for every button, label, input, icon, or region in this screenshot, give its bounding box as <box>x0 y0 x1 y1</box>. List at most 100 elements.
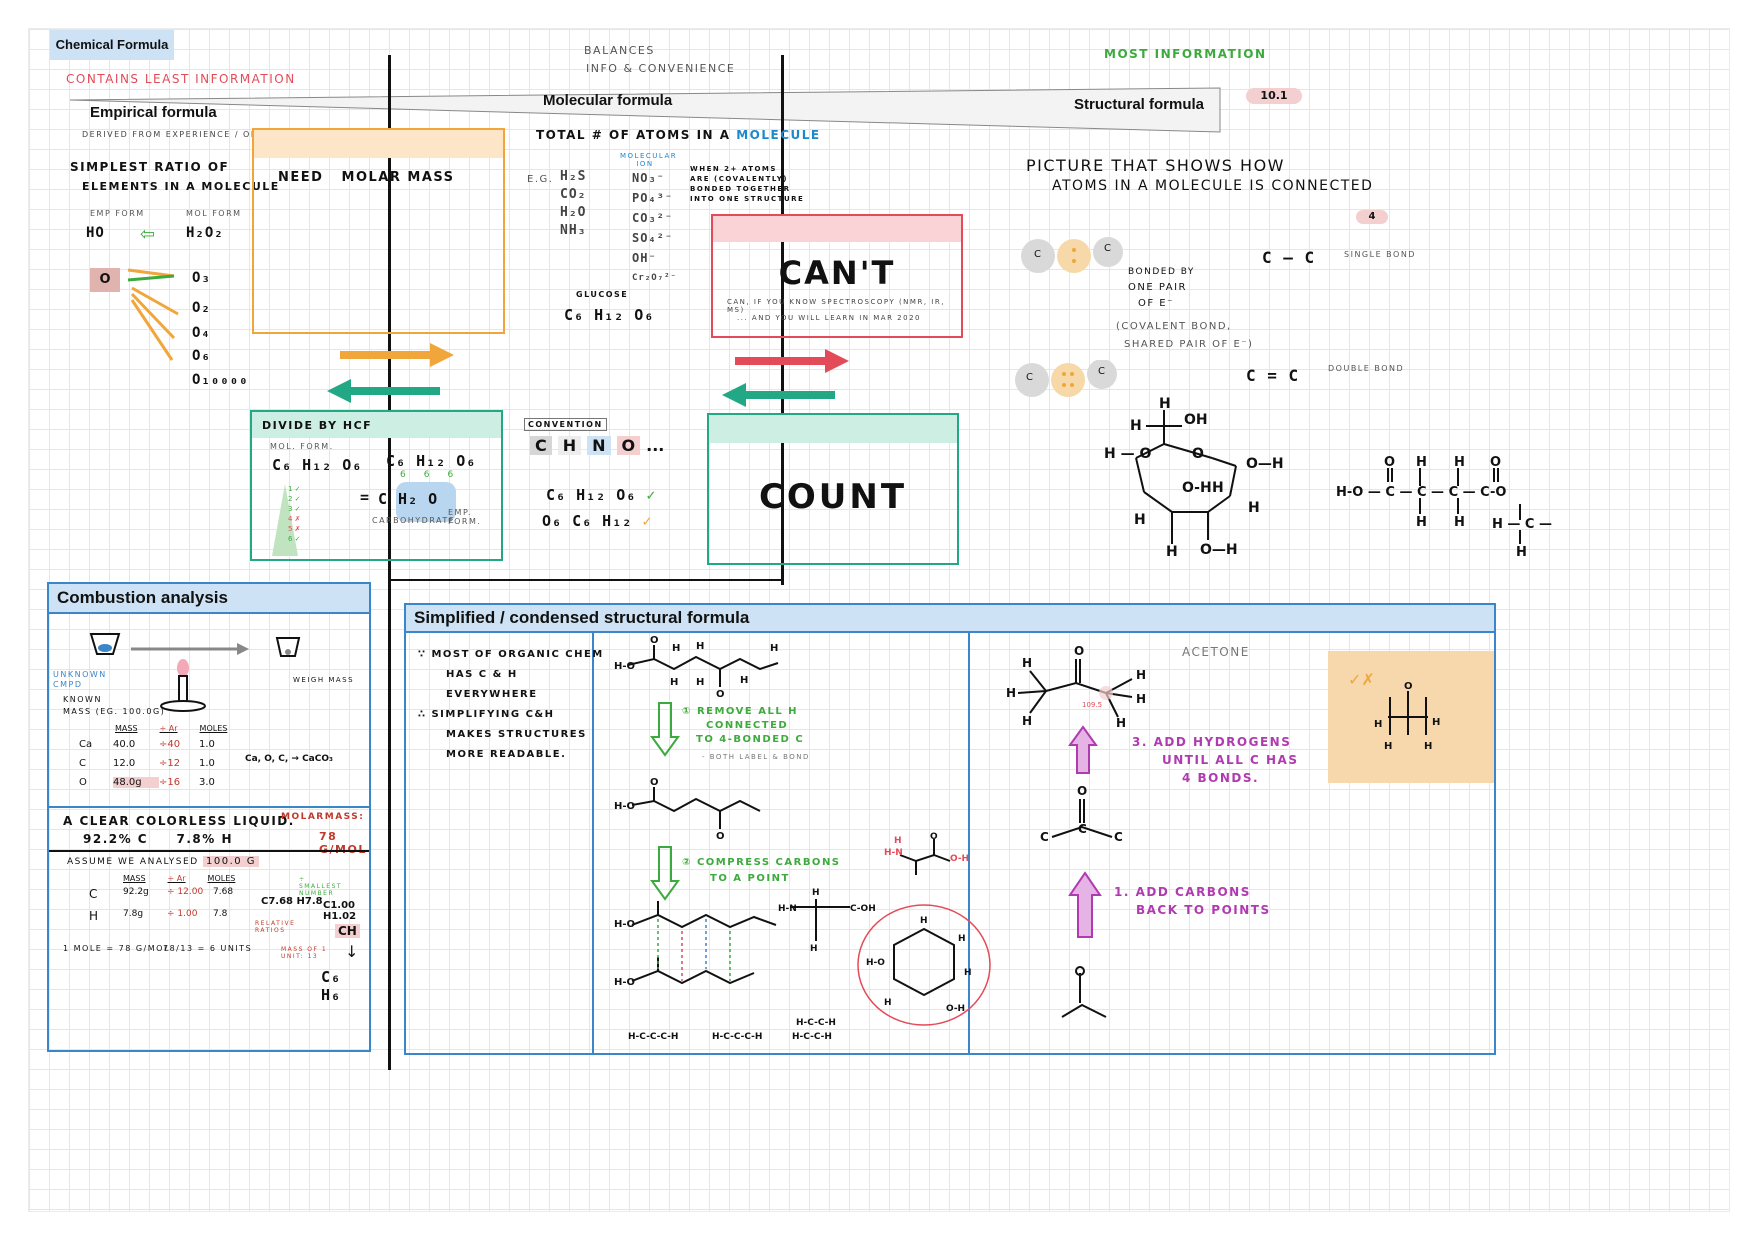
check-green-icon: ✓ <box>646 486 657 504</box>
emp-form-label: EMP. FORM. <box>448 508 482 526</box>
svg-text:H: H <box>884 998 892 1008</box>
row2-2-el: H <box>89 909 99 923</box>
svg-text:H: H <box>1454 515 1465 530</box>
add-h-line-2: UNTIL ALL C HAS <box>1162 753 1299 767</box>
balances-sub-label: INFO & CONVENIENCE <box>586 62 736 75</box>
row3-moles: 3.0 <box>199 777 215 788</box>
svg-text:H: H <box>810 944 818 954</box>
double-bond-label: DOUBLE BOND <box>1328 364 1405 373</box>
empirical-definition-1: SIMPLEST RATIO OF <box>70 160 230 174</box>
svg-text:H-O: H-O <box>614 661 635 672</box>
acetone-skeletal-drawing <box>1061 966 1107 1018</box>
weigh-crucible-icon <box>275 637 301 657</box>
oxygen-arrows <box>127 268 179 361</box>
count-box: COUNT <box>707 413 959 565</box>
bonded-note: BONDED BY ONE PAIR OF e⁻ <box>1128 264 1195 312</box>
bonded-line-3: OF e⁻ <box>1138 298 1174 309</box>
check-4: 4 ✗ <box>288 515 301 523</box>
svg-text:O: O <box>1404 681 1413 692</box>
tag-4: 4 <box>1356 210 1388 224</box>
example-h2s: H₂S <box>560 169 587 184</box>
divider-left <box>388 55 391 1070</box>
o3: O₃ <box>192 270 211 286</box>
combustion-table-1: MASS ÷ Ar MOLES Ca 40.0 ÷40 1.0 C 12.0 ÷… <box>79 724 239 788</box>
example-list: H₂S CO₂ H₂O NH₃ <box>560 168 586 240</box>
ion-so4: SO₄²⁻ <box>632 231 674 245</box>
most-line-1: ∵ MOST OF ORGANIC CHEM <box>418 649 604 660</box>
svg-text:H: H <box>1384 741 1392 752</box>
assume-label: ASSUME WE ANALYSED 100.0 g <box>67 856 260 867</box>
cant-title: CAN'T <box>778 254 896 292</box>
mol-h2o2: H₂O₂ <box>186 225 224 241</box>
svg-text:H: H <box>1022 714 1032 728</box>
svg-text:H: H <box>696 641 704 652</box>
compressed-molecule-drawing: H-OH-O <box>614 901 777 988</box>
svg-text:C: C <box>1040 830 1049 844</box>
svg-text:H-C-C-H: H-C-C-H <box>792 1032 832 1042</box>
step-2-text: ② COMPRESS CARBONS TO A POINT <box>682 855 841 887</box>
row1-el: Ca <box>79 739 93 750</box>
add-carbons-text: 1. ADD CARBONS BACK TO POINTS <box>1114 883 1271 919</box>
single-bond-atoms <box>1021 237 1123 273</box>
svg-text:H: H <box>1454 455 1465 470</box>
svg-text:O: O <box>1077 784 1087 798</box>
convention-letters: C H N O ... <box>530 436 664 455</box>
svg-text:H: H <box>1416 455 1427 470</box>
when-note: WHEN 2+ ATOMS ARE (COVALENTLY) BONDED TO… <box>690 164 804 204</box>
svg-text:C: C <box>1078 822 1087 836</box>
example-h2o: H₂O <box>560 205 587 220</box>
convention-label: CONVENTION <box>524 418 607 431</box>
row1-mass: 40.0 <box>113 739 136 750</box>
svg-text:H-C-C-C-H: H-C-C-C-H <box>628 1032 678 1042</box>
step1-line-3: TO 4-BONDED C <box>696 734 805 745</box>
bonded-line-2: ONE PAIR <box>1128 282 1187 293</box>
svg-text:O—H: O—H <box>1246 456 1284 472</box>
simp-line-2: MAKES STRUCTURES <box>446 729 587 740</box>
o4: O₄ <box>192 325 211 341</box>
cant-note-2: ... AND YOU WILL LEARN IN MAR 2020 <box>737 314 921 322</box>
convention-right-formula: C₆ H₁₂ O₆ <box>546 486 637 504</box>
check-5: 5 ✗ <box>288 525 301 533</box>
svg-text:H: H <box>1166 544 1178 560</box>
weigh-mass-label: WEIGH MASS <box>293 676 355 684</box>
glucose-divided-formula: C₆ H₁₂ O₆ <box>386 452 477 470</box>
balances-label: BALANCES <box>584 44 655 57</box>
mol-form-label: MOL. FORM. <box>270 442 334 451</box>
svg-text:H: H <box>1022 656 1032 670</box>
row1-ar: ÷40 <box>159 739 181 750</box>
cant-box: CAN'T CAN, IF YOU KNOW SPECTROSCOPY (NMR… <box>711 214 963 338</box>
svg-text:O: O <box>650 635 659 646</box>
c1h1-formula: C1.00 H1.02 <box>323 900 357 922</box>
svg-text:H: H <box>1134 512 1146 528</box>
svg-text:H: H <box>696 677 704 688</box>
liquid-text-1: A CLEAR COLORLESS LIQUID. <box>63 814 295 828</box>
svg-text:O: O <box>716 689 725 699</box>
empirical-formula-title: Empirical formula <box>90 104 217 121</box>
svg-text:OH: OH <box>1184 412 1208 428</box>
row2-el: C <box>79 758 86 769</box>
svg-text:H — O: H — O <box>1104 446 1151 462</box>
den-1: 6 <box>400 470 424 480</box>
simplified-title: Simplified / condensed structural formul… <box>414 608 750 627</box>
carbohydrate-label: CARBOHYDRATE <box>372 516 456 525</box>
row3-ar: ÷16 <box>159 777 181 788</box>
total-atoms-main: TOTAL # OF ATOMS IN A <box>536 128 731 142</box>
svg-text:C-OH: C-OH <box>850 904 876 914</box>
svg-text:H: H <box>1116 716 1126 729</box>
row2-2-ar: ÷ 1.00 <box>167 909 198 919</box>
glucose-structure-drawing: H OH H H — O O O—H O-H H H H H O—H <box>1104 396 1284 560</box>
row2-2-moles: 7.8 <box>213 909 228 919</box>
den-3: 6 <box>447 470 472 480</box>
need-molar-mass-text: NEED MOLAR MASS <box>278 170 455 185</box>
atom-c-2: C <box>1104 243 1111 254</box>
svg-text:H-N: H-N <box>778 904 797 914</box>
ch-formula: CH <box>335 924 360 938</box>
simplified-divider-2 <box>968 633 970 1053</box>
step2-line-1: ② COMPRESS CARBONS <box>682 857 841 868</box>
svg-text:H: H <box>958 934 966 944</box>
molar-mass-label: MOLARMASS: <box>281 812 365 822</box>
covalent-line-1: (COVALENT BOND, <box>1116 321 1232 332</box>
derived-note: DERIVED FROM EXPERIENCE / OBS <box>82 130 265 139</box>
benzene-drawing: H-OHH HHO-H <box>857 904 991 1026</box>
